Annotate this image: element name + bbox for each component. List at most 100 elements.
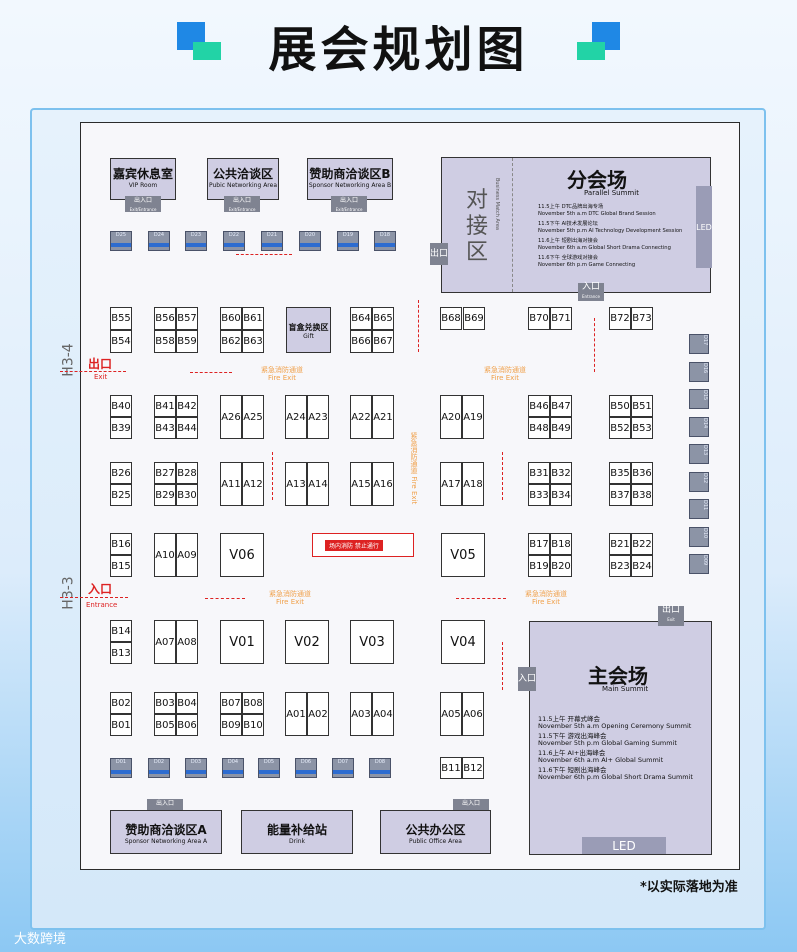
session-en: November 6th p.m Game Connecting bbox=[538, 261, 636, 268]
page-title: 展会规划图 bbox=[268, 22, 529, 78]
entrance-label: 入口 bbox=[88, 582, 113, 596]
desk-stripe bbox=[111, 243, 131, 247]
booth: B11 bbox=[440, 757, 462, 779]
booth: B13 bbox=[110, 642, 132, 664]
public-networking-label: 公共洽谈区 bbox=[212, 167, 273, 181]
sponsor-a-room: 赞助商洽谈区A Sponsor Networking Area A bbox=[110, 810, 222, 854]
sponsor-a-label: 赞助商洽谈区A bbox=[125, 823, 207, 837]
booth: B07 bbox=[220, 692, 242, 714]
booth: A03 bbox=[350, 692, 372, 736]
parallel-summit-en: Parallel Summit bbox=[584, 189, 639, 197]
booth: B01 bbox=[110, 714, 132, 736]
vip-room: 嘉宾休息室 VIP Room bbox=[110, 158, 176, 200]
main-led: LED bbox=[582, 837, 666, 854]
booth: B58 bbox=[154, 330, 176, 353]
sponsor-b-room: 赞助商洽谈区B Sponsor Networking Area B bbox=[307, 158, 393, 200]
booth: B64 bbox=[350, 307, 372, 330]
booth: B70 bbox=[528, 307, 550, 330]
booth: A18 bbox=[462, 462, 484, 506]
fire-stair: 场内消防 禁止通行 bbox=[312, 533, 414, 557]
dock-exit: 出口 bbox=[430, 243, 448, 265]
desk: D13 bbox=[689, 444, 709, 464]
booth: B37 bbox=[609, 484, 631, 506]
desk: D09 bbox=[689, 554, 709, 574]
booth: V01 bbox=[220, 620, 264, 664]
booth: A14 bbox=[307, 462, 329, 506]
booth: B40 bbox=[110, 395, 132, 417]
booth: B73 bbox=[631, 307, 653, 330]
desk-label: D22 bbox=[228, 232, 240, 238]
footnote: *以实际落地为准 bbox=[640, 880, 738, 895]
booth: B65 bbox=[372, 307, 394, 330]
booth: B14 bbox=[110, 620, 132, 642]
session-zh: 11.6上午 AI+出海峰会 bbox=[538, 749, 606, 757]
fire-exit-label-vertical: 紧急消防通道 Fire Exit bbox=[410, 432, 418, 505]
booth: B34 bbox=[550, 484, 572, 506]
desk-label: D20 bbox=[304, 232, 316, 238]
booth: B41 bbox=[154, 395, 176, 417]
booth: A05 bbox=[440, 692, 462, 736]
booth: A13 bbox=[285, 462, 307, 506]
desk: D19 bbox=[337, 231, 359, 251]
booth: B47 bbox=[550, 395, 572, 417]
route-arrow bbox=[190, 372, 232, 373]
booth: B30 bbox=[176, 484, 198, 506]
booth: B04 bbox=[176, 692, 198, 714]
booth: B68 bbox=[440, 307, 462, 330]
desk-label: D17 bbox=[702, 335, 708, 346]
route-arrow-v bbox=[594, 318, 595, 372]
desk-stripe bbox=[149, 243, 169, 247]
desk-label: D05 bbox=[263, 759, 275, 765]
booth: B50 bbox=[609, 395, 631, 417]
desk-stripe bbox=[296, 770, 316, 774]
session-zh: 11.6下午 短剧出海峰会 bbox=[538, 766, 607, 774]
drink-room: 能量补给站 Drink bbox=[241, 810, 353, 854]
exit-arrow bbox=[60, 371, 126, 372]
dock-area-en: Business Match Area bbox=[494, 178, 500, 230]
booth: B63 bbox=[242, 330, 264, 353]
booth: B55 bbox=[110, 307, 132, 330]
fire-stair-label: 场内消防 禁止通行 bbox=[325, 540, 383, 551]
desk-label: D01 bbox=[115, 759, 127, 765]
desk: D08 bbox=[369, 758, 391, 778]
gift-area-label: 盲盒兑换区 bbox=[288, 323, 329, 332]
desk-label: D09 bbox=[702, 555, 708, 566]
desk-label: D23 bbox=[190, 232, 202, 238]
vip-room-label: 嘉宾休息室 bbox=[112, 167, 173, 181]
booth: A02 bbox=[307, 692, 329, 736]
route-arrow-v bbox=[418, 300, 419, 352]
booth: B62 bbox=[220, 330, 242, 353]
desk-label: D14 bbox=[702, 417, 708, 428]
booth: A17 bbox=[440, 462, 462, 506]
desk-stripe bbox=[186, 243, 206, 247]
booth: B28 bbox=[176, 462, 198, 484]
desk-stripe bbox=[300, 243, 320, 247]
booth: B31 bbox=[528, 462, 550, 484]
booth: A01 bbox=[285, 692, 307, 736]
gift-area-en: Gift bbox=[303, 333, 314, 340]
desk: D15 bbox=[689, 389, 709, 409]
booth: B22 bbox=[631, 533, 653, 555]
desk-label: D24 bbox=[153, 232, 165, 238]
sponsor-a-en: Sponsor Networking Area A bbox=[124, 838, 208, 845]
booth: A20 bbox=[440, 395, 462, 439]
booth: B23 bbox=[609, 555, 631, 577]
desk: D10 bbox=[689, 526, 709, 547]
booth: B06 bbox=[176, 714, 198, 736]
office-label: 公共办公区 bbox=[405, 823, 466, 837]
watermark: 大数跨境 bbox=[14, 932, 67, 947]
booth: B51 bbox=[631, 395, 653, 417]
booth: B15 bbox=[110, 555, 132, 577]
desk-label: D02 bbox=[153, 759, 165, 765]
title-decoration-right-green bbox=[577, 42, 605, 60]
public-networking-room: 公共洽谈区 Pubic Networking Area bbox=[207, 158, 279, 200]
route-arrow bbox=[456, 598, 506, 599]
booth: B03 bbox=[154, 692, 176, 714]
